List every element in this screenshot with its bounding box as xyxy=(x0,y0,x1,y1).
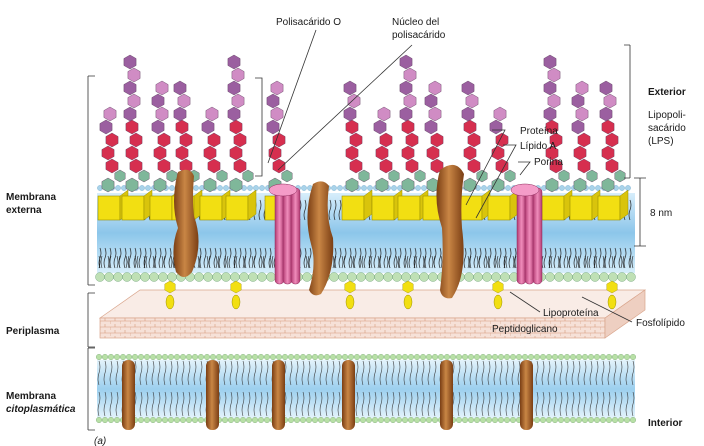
protein-1 xyxy=(173,169,199,277)
label-membrana-externa-1: Membrana xyxy=(6,192,56,203)
label-exterior: Exterior xyxy=(648,87,686,98)
label-membrana-cito-2: citoplasmática xyxy=(6,404,76,415)
annotation-lines xyxy=(87,29,646,431)
protein-3 xyxy=(436,164,464,299)
cytoplasmic-membrane-core xyxy=(97,360,635,418)
label-peptidoglicano: Peptidoglicano xyxy=(492,324,558,335)
label-fosfolipido: Fosfolípido xyxy=(636,318,685,329)
lps-chains xyxy=(99,54,626,193)
lipoproteins xyxy=(164,280,618,310)
cytoplasmic-proteins xyxy=(122,360,533,430)
label-panel-letter: (a) xyxy=(94,436,106,446)
label-polisacarido-o: Polisacárido O xyxy=(276,17,341,28)
label-periplasma: Periplasma xyxy=(6,326,60,337)
label-nucleo-2: polisacárido xyxy=(392,30,446,41)
label-nucleo-1: Núcleo del xyxy=(392,17,439,28)
label-lps-1: Lipopoli- xyxy=(648,110,686,121)
label-proteina: Proteína xyxy=(520,126,558,137)
label-membrana-externa-2: externa xyxy=(6,205,42,216)
label-porina: Porina xyxy=(534,157,563,168)
protein-2 xyxy=(307,181,334,296)
label-membrana-cito-1: Membrana xyxy=(6,391,56,402)
outer-membrane-proteins xyxy=(173,164,464,299)
label-lipido-a: Lípido A xyxy=(520,141,556,152)
label-lipoproteina: Lipoproteína xyxy=(543,308,599,319)
label-interior: Interior xyxy=(648,418,683,429)
label-lps-3: (LPS) xyxy=(648,136,674,147)
label-thickness: 8 nm xyxy=(650,208,672,219)
label-lps-2: sacárido xyxy=(648,123,686,134)
porins xyxy=(268,183,543,285)
